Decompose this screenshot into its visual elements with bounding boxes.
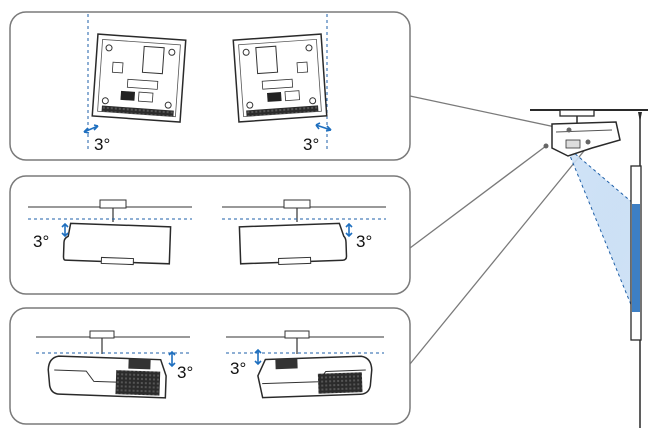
panel-side-forward-tilt: 3° 3° <box>9 307 411 425</box>
tilt-label: 3° <box>356 232 372 251</box>
panel-top-horizontal-tilt: 3° 3° <box>9 11 411 161</box>
leader-lines <box>409 95 589 365</box>
tilt-label: 3° <box>177 363 193 382</box>
projector-top-view-right: 3° <box>232 14 332 154</box>
tilt-arrow-icon <box>83 125 99 133</box>
panel-front-side-tilt: 3° 3° <box>9 175 411 295</box>
tilt-label: 3° <box>230 359 246 378</box>
installation-overview <box>530 109 648 428</box>
tilt-label: 3° <box>33 232 49 251</box>
tilt-arrow-icon <box>315 124 332 131</box>
tilt-label: 3° <box>94 135 110 154</box>
tilt-label: 3° <box>303 135 319 154</box>
installed-projector <box>543 121 621 157</box>
projector-top-view-left: 3° <box>83 14 187 154</box>
panel-frame <box>9 11 411 161</box>
projector-front-view-left: 3° <box>28 199 192 266</box>
projector-side-view-right: 3° <box>226 330 384 399</box>
projection-screen <box>630 165 642 341</box>
projector-front-view-right: 3° <box>222 199 386 265</box>
projector-side-view-left: 3° <box>36 330 193 399</box>
